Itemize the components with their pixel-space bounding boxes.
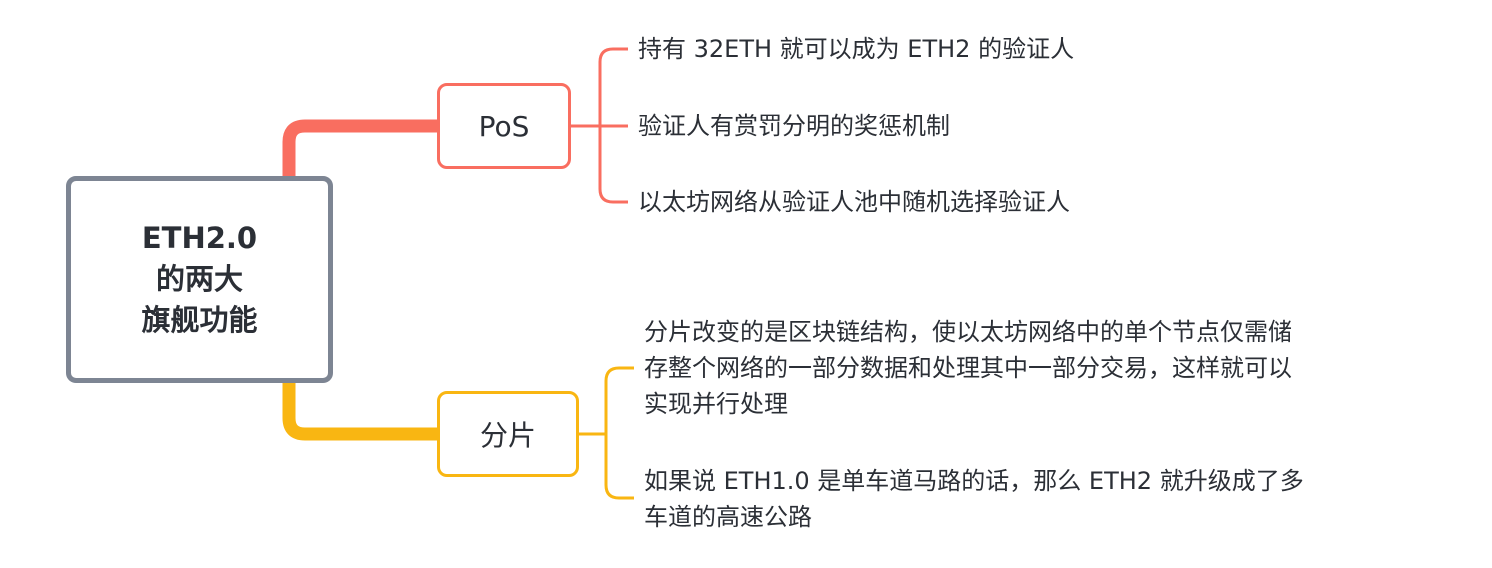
leaf-line: 实现并行处理 bbox=[644, 390, 788, 418]
leaf-pos-reward-penalty[interactable]: 验证人有赏罚分明的奖惩机制 bbox=[638, 108, 950, 144]
leaf-line: 车道的高速公路 bbox=[644, 503, 812, 531]
connector-root-shard bbox=[282, 383, 437, 441]
root-line-1: ETH2.0 bbox=[141, 221, 258, 255]
branch-node-pos[interactable]: PoS bbox=[437, 83, 571, 169]
leaf-line: 分片改变的是区块链结构，使以太坊网络中的单个节点仅需储 bbox=[644, 318, 1292, 346]
root-node[interactable]: ETH2.0 的两大 旗舰功能 bbox=[66, 176, 333, 383]
leaf-pos-random-selection[interactable]: 以太坊网络从验证人池中随机选择验证人 bbox=[638, 184, 1070, 220]
branch-node-shard[interactable]: 分片 bbox=[437, 391, 579, 477]
connector-shard-leaves bbox=[579, 366, 634, 500]
connector-root-pos bbox=[282, 119, 437, 176]
connector-pos-leaves bbox=[571, 47, 628, 204]
root-line-2: 的两大 bbox=[155, 262, 243, 296]
leaf-line: 验证人有赏罚分明的奖惩机制 bbox=[638, 112, 950, 140]
leaf-pos-validator-stake[interactable]: 持有 32ETH 就可以成为 ETH2 的验证人 bbox=[638, 31, 1074, 67]
branch-label-pos: PoS bbox=[478, 109, 530, 143]
leaf-line: 持有 32ETH 就可以成为 ETH2 的验证人 bbox=[638, 35, 1075, 63]
leaf-line: 如果说 ETH1.0 是单车道马路的话，那么 ETH2 就升级成了多 bbox=[644, 467, 1304, 495]
leaf-line: 以太坊网络从验证人池中随机选择验证人 bbox=[638, 188, 1070, 216]
leaf-shard-structure[interactable]: 分片改变的是区块链结构，使以太坊网络中的单个节点仅需储 存整个网络的一部分数据和… bbox=[644, 314, 1292, 422]
leaf-shard-highway[interactable]: 如果说 ETH1.0 是单车道马路的话，那么 ETH2 就升级成了多 车道的高速… bbox=[644, 463, 1304, 535]
root-line-3: 旗舰功能 bbox=[141, 303, 258, 337]
branch-label-shard: 分片 bbox=[479, 419, 536, 452]
leaf-line: 存整个网络的一部分数据和处理其中一部分交易，这样就可以 bbox=[644, 354, 1292, 382]
